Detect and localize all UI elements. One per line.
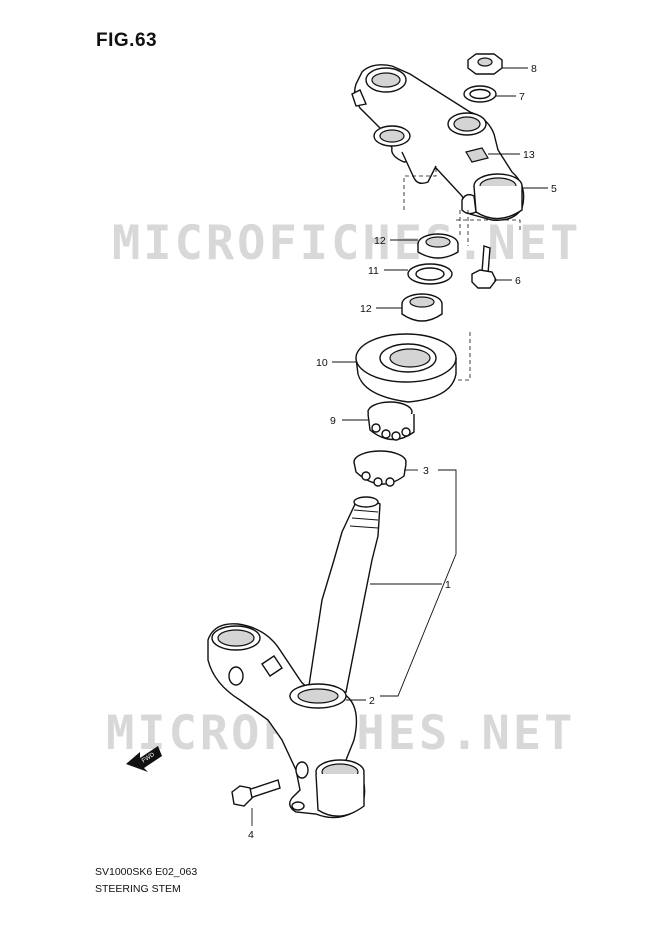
callout-13: 13 (523, 149, 535, 161)
nut-8 (467, 53, 503, 75)
assembly-guide-seal (454, 332, 471, 381)
callout-11: 11 (368, 265, 379, 277)
dust-seal-10 (355, 333, 457, 403)
callout-10: 10 (316, 357, 328, 369)
callout-2: 2 (369, 695, 375, 707)
fwd-arrow-icon: FWD (126, 746, 162, 772)
upper-bracket (351, 64, 525, 221)
bolt-6 (471, 245, 497, 289)
callout-4: 4 (248, 829, 254, 841)
callout-12-upper: 12 (374, 235, 386, 247)
bearing-9 (367, 401, 415, 441)
washer-7 (463, 85, 497, 103)
lock-nut-12-lower (401, 293, 443, 322)
callout-9: 9 (330, 415, 336, 427)
assembly-guide-upper (456, 210, 521, 246)
bearing-3 (353, 450, 407, 487)
callout-8: 8 (531, 63, 537, 75)
leader-3-2-bracket (380, 469, 457, 697)
diagram-code: SV1000SK6 E02_063 (95, 866, 198, 878)
bolt-4 (231, 779, 281, 807)
callout-5: 5 (551, 183, 557, 195)
assembly-guide-bracket (403, 168, 437, 212)
callout-1: 1 (445, 579, 451, 591)
lower-bracket (207, 623, 366, 819)
watermark-top: MICROFICHES.NET (112, 216, 582, 271)
callout-7: 7 (519, 91, 525, 103)
figure-title: FIG.63 (96, 30, 158, 51)
diagram-caption: STEERING STEM (95, 883, 181, 895)
washer-11 (407, 263, 453, 285)
callout-12-lower: 12 (360, 303, 372, 315)
callout-3: 3 (423, 465, 429, 477)
steering-stem-1 (307, 496, 381, 693)
lock-nut-12-upper (417, 233, 459, 259)
callout-6: 6 (515, 275, 521, 287)
